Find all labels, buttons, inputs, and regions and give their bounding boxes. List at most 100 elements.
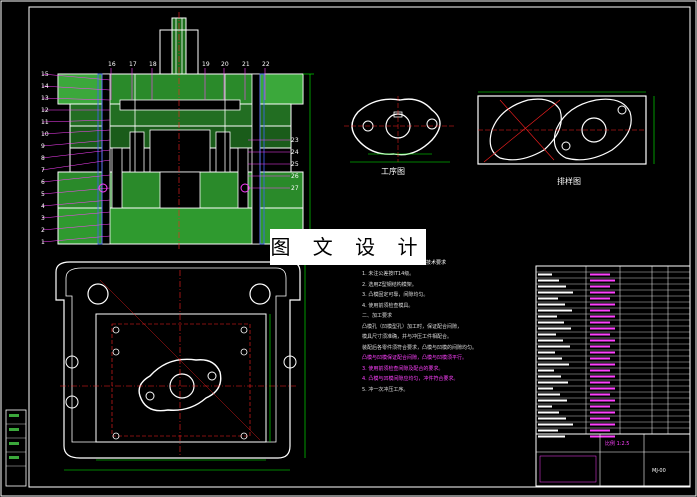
part-number-label: 14 [41, 83, 49, 90]
parts-list-cell [590, 423, 615, 426]
parts-list-cell [590, 273, 610, 276]
part-number-label: 4 [41, 203, 45, 210]
parts-list-cell [538, 405, 552, 408]
parts-list-cell [590, 369, 610, 372]
notes-title: 技术要求 [426, 260, 447, 266]
note-line: 5. 冲一次冲压工序。 [362, 386, 409, 393]
part-number-label: 6 [41, 179, 45, 186]
part-number-label: 7 [41, 167, 45, 174]
parts-list-cell [538, 321, 564, 324]
part-number-label: 11 [41, 119, 49, 126]
parts-list-cell [590, 297, 610, 300]
note-line: 模具尺寸须准确，并与冲压工件相配合。 [362, 334, 453, 340]
parts-list-cell [538, 429, 558, 432]
parts-list-cell [590, 405, 610, 408]
parts-list-table [535, 265, 691, 438]
part-number-label: 13 [41, 95, 49, 102]
parts-list-cell [538, 423, 573, 426]
parts-list-cell [538, 309, 572, 312]
parts-list-cell [590, 339, 615, 342]
parts-list-cell [590, 303, 615, 306]
part-number-label: 3 [41, 215, 45, 222]
note-line: 凸模与凹模保证配合间隙，凸模与凹模须平行。 [362, 355, 468, 361]
parts-list-cell [590, 357, 610, 360]
title-block-scale: 比例 1:2.5 [605, 441, 630, 447]
parts-list-cell [590, 351, 615, 354]
revision-table [5, 409, 27, 487]
parts-list-cell [538, 279, 559, 282]
note-line: 1. 未注公差按IT14级。 [362, 271, 415, 277]
parts-list-cell [590, 435, 615, 438]
process-drawing [344, 96, 454, 163]
note-line: 凸模孔（凹模型孔）加工时，保证配合间隙， [362, 323, 463, 330]
part-number-label: 10 [41, 131, 49, 138]
note-line: 二、加工要求 [362, 313, 393, 319]
parts-list-cell [590, 309, 610, 312]
title-block-drawing-no: MJ-00 [652, 468, 666, 474]
part-number-label: 20 [221, 61, 229, 68]
parts-list-cell [538, 327, 571, 330]
parts-list-cell [590, 399, 615, 402]
note-line: 3. 凸模固定可靠，间隙均匀。 [362, 292, 429, 298]
parts-list-cell [538, 393, 560, 396]
part-number-label: 5 [41, 191, 45, 198]
parts-list-cell [590, 387, 615, 390]
parts-list-cell [590, 345, 610, 348]
part-number-label: 1 [41, 239, 45, 246]
parts-list-cell [538, 333, 556, 336]
part-number-label: 18 [149, 61, 157, 68]
parts-list-cell [538, 387, 553, 390]
note-line: 2. 选用Z型钢结构模架。 [362, 281, 417, 288]
note-line: 3. 使用前须检查间隙及配合的要求。 [362, 365, 444, 372]
watermark: 图 文 设 计 [270, 229, 426, 265]
part-number-label: 8 [41, 155, 45, 162]
parts-list-cell [538, 291, 573, 294]
part-number-label: 2 [41, 227, 45, 234]
parts-list-cell [538, 345, 570, 348]
parts-list-cell [538, 381, 568, 384]
parts-list-cell [590, 381, 610, 384]
part-number-label: 24 [291, 149, 299, 156]
strip-layout-drawing [477, 91, 655, 165]
title-block [535, 433, 691, 487]
note-line: 4. 凸模与凹模间隙应均匀，冲件符合要求。 [362, 376, 459, 382]
note-line: 4. 使用前须检查模具。 [362, 302, 414, 309]
parts-list-cell [590, 321, 610, 324]
part-number-label: 21 [242, 61, 250, 68]
parts-list-cell [590, 291, 615, 294]
parts-list-cell [590, 315, 615, 318]
part-number-label: 19 [202, 61, 210, 68]
parts-list-cell [538, 297, 558, 300]
part-number-label: 12 [41, 107, 49, 114]
part-number-label: 25 [291, 161, 299, 168]
parts-list-cell [590, 363, 615, 366]
parts-list-cell [590, 285, 610, 288]
drawing-border [28, 6, 691, 488]
part-number-label: 9 [41, 143, 45, 150]
parts-list-cell [538, 351, 555, 354]
parts-list-cell [590, 417, 610, 420]
layout-drawing-caption: 排样图 [557, 177, 581, 186]
die-plan-view [55, 261, 306, 471]
parts-list-cell [538, 375, 561, 378]
process-drawing-caption: 工序图 [381, 167, 405, 176]
parts-list-cell [590, 375, 615, 378]
part-number-label: 27 [291, 185, 299, 192]
parts-list-cell [590, 333, 610, 336]
parts-list-cell [590, 429, 610, 432]
parts-list-cell [590, 393, 610, 396]
parts-list-cell [538, 417, 566, 420]
parts-list-cell [538, 411, 559, 414]
part-number-label: 23 [291, 137, 299, 144]
parts-list-cell [538, 357, 562, 360]
part-number-label: 16 [108, 61, 116, 68]
part-number-label: 15 [41, 71, 49, 78]
assembly-section-view [41, 12, 314, 250]
parts-list-cell [538, 285, 566, 288]
parts-list-cell [538, 303, 565, 306]
part-number-label: 22 [262, 61, 270, 68]
parts-list-cell [538, 399, 567, 402]
parts-list-cell [538, 435, 565, 438]
